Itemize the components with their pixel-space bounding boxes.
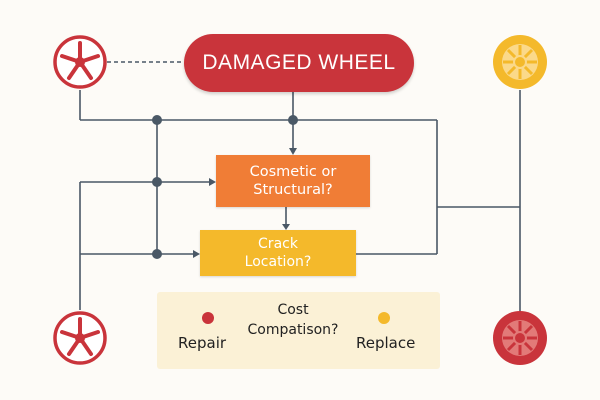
junction-dot xyxy=(152,115,162,125)
crack-line2: Location? xyxy=(244,254,312,270)
arrowhead-q2 xyxy=(282,224,290,230)
junction-dot xyxy=(152,249,162,259)
repair-dot xyxy=(202,312,214,324)
cost-comparison-box xyxy=(157,292,440,369)
repair-option: Repair xyxy=(178,334,227,352)
cost-comparison-label: Cost Compatison? xyxy=(225,300,361,340)
cosmetic-structural-node: Cosmetic or Structural? xyxy=(216,155,370,207)
spoked-wheel-icon xyxy=(53,35,107,89)
junction-dot xyxy=(152,177,162,187)
arrowhead-q2-left xyxy=(193,250,200,258)
crack-line1: Crack xyxy=(258,236,298,252)
arrowhead-q1-left xyxy=(209,178,216,186)
title-text: DAMAGED WHEEL xyxy=(202,51,396,74)
cosmetic-line1: Cosmetic or xyxy=(249,164,337,180)
spoked-wheel-icon xyxy=(53,311,107,365)
replace-dot xyxy=(378,312,390,324)
alloy-rim-icon xyxy=(493,311,547,365)
cosmetic-line2: Structural? xyxy=(253,182,333,198)
cost-line1: Cost xyxy=(277,302,309,318)
crack-location-node: Crack Location? xyxy=(200,230,356,276)
replace-option: Replace xyxy=(356,334,416,352)
title-node: DAMAGED WHEEL xyxy=(184,34,414,92)
alloy-rim-icon xyxy=(493,35,547,89)
junction-dot xyxy=(288,115,298,125)
arrowhead-q1 xyxy=(289,148,297,155)
cost-line2: Compatison? xyxy=(247,322,339,338)
